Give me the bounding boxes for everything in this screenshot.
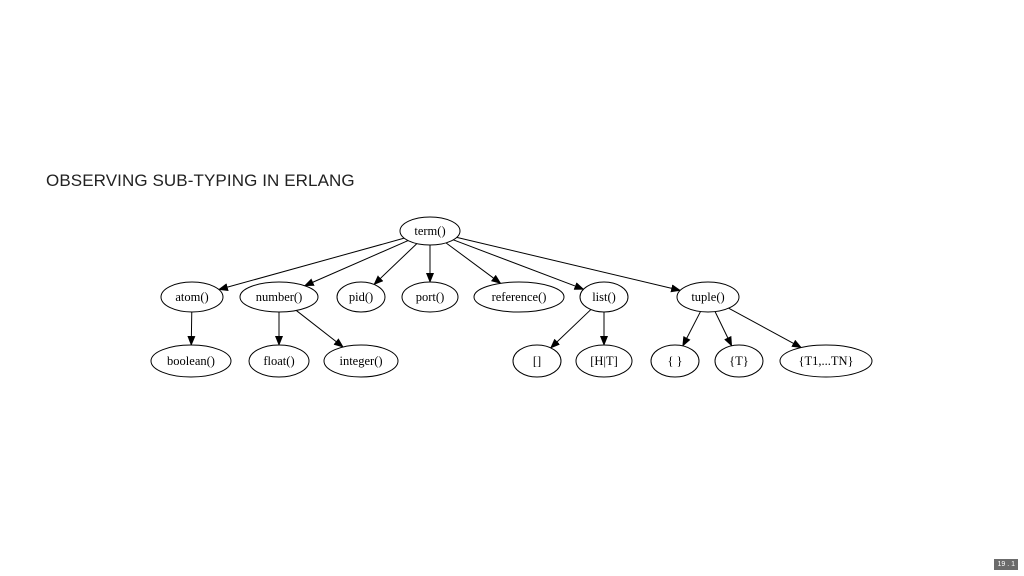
node-ellipse-tuple [676, 281, 740, 313]
edge-term-to-number [303, 240, 409, 287]
nodes-layer: term() atom() number() pid() port() reference… [150, 216, 873, 378]
edge-atom-to-boolean [187, 311, 196, 347]
node-label-float: float() [263, 354, 294, 368]
node-ellipse-pid [336, 281, 386, 313]
node-label-reference: reference() [492, 290, 547, 304]
node-ellipse-term [399, 216, 461, 246]
node-cons: [H|T] [575, 344, 633, 378]
node-ellipse-cons [575, 344, 633, 378]
node-integer: integer() [323, 344, 399, 378]
node-ellipse-list [579, 281, 629, 313]
edge-tuple-to-tuple_n [728, 307, 803, 349]
page-number-badge: 19 . 1 [994, 559, 1018, 570]
node-ellipse-float [248, 344, 310, 378]
node-ellipse-integer [323, 344, 399, 378]
node-empty_list: [] [512, 344, 562, 378]
node-atom: atom() [160, 281, 224, 313]
node-reference: reference() [473, 281, 565, 313]
node-label-boolean: boolean() [167, 354, 215, 368]
edge-term-to-list [453, 239, 585, 290]
node-ellipse-port [401, 281, 459, 313]
node-pid: pid() [336, 281, 386, 313]
node-ellipse-empty_list [512, 344, 562, 378]
node-label-port: port() [416, 290, 444, 304]
node-label-pid: pid() [349, 290, 373, 304]
node-list: list() [579, 281, 629, 313]
node-empty_tuple: { } [650, 344, 700, 378]
node-label-empty_tuple: { } [667, 354, 682, 368]
node-label-tuple_t: {T} [729, 354, 749, 368]
node-label-term: term() [414, 224, 445, 238]
node-label-atom: atom() [175, 290, 208, 304]
node-tuple: tuple() [676, 281, 740, 313]
node-ellipse-number [239, 281, 319, 313]
node-label-tuple_n: {T1,...TN} [798, 354, 853, 368]
node-label-integer: integer() [339, 354, 382, 368]
edges-layer [187, 236, 803, 349]
node-ellipse-boolean [150, 344, 232, 378]
edge-list-to-empty_list [550, 309, 592, 349]
node-ellipse-empty_tuple [650, 344, 700, 378]
edge-tuple-to-empty_tuple [682, 311, 701, 347]
node-number: number() [239, 281, 319, 313]
node-ellipse-tuple_t [714, 344, 764, 378]
node-float: float() [248, 344, 310, 378]
edge-term-to-pid [373, 243, 418, 286]
node-boolean: boolean() [150, 344, 232, 378]
node-label-list: list() [592, 290, 616, 304]
node-tuple_n: {T1,...TN} [779, 344, 873, 378]
slide-title: OBSERVING SUB-TYPING IN ERLANG [46, 171, 355, 190]
node-term: term() [399, 216, 461, 246]
node-label-empty_list: [] [533, 354, 541, 368]
node-port: port() [401, 281, 459, 313]
node-ellipse-tuple_n [779, 344, 873, 378]
node-label-tuple: tuple() [691, 290, 724, 304]
edge-term-to-atom [217, 237, 405, 291]
node-ellipse-atom [160, 281, 224, 313]
edge-tuple-to-tuple_t [714, 311, 733, 347]
edge-term-to-tuple [456, 236, 682, 293]
node-label-number: number() [256, 290, 303, 304]
node-label-cons: [H|T] [590, 354, 618, 368]
node-ellipse-reference [473, 281, 565, 313]
node-tuple_t: {T} [714, 344, 764, 378]
edge-term-to-reference [445, 242, 502, 284]
edge-number-to-integer [295, 310, 344, 348]
